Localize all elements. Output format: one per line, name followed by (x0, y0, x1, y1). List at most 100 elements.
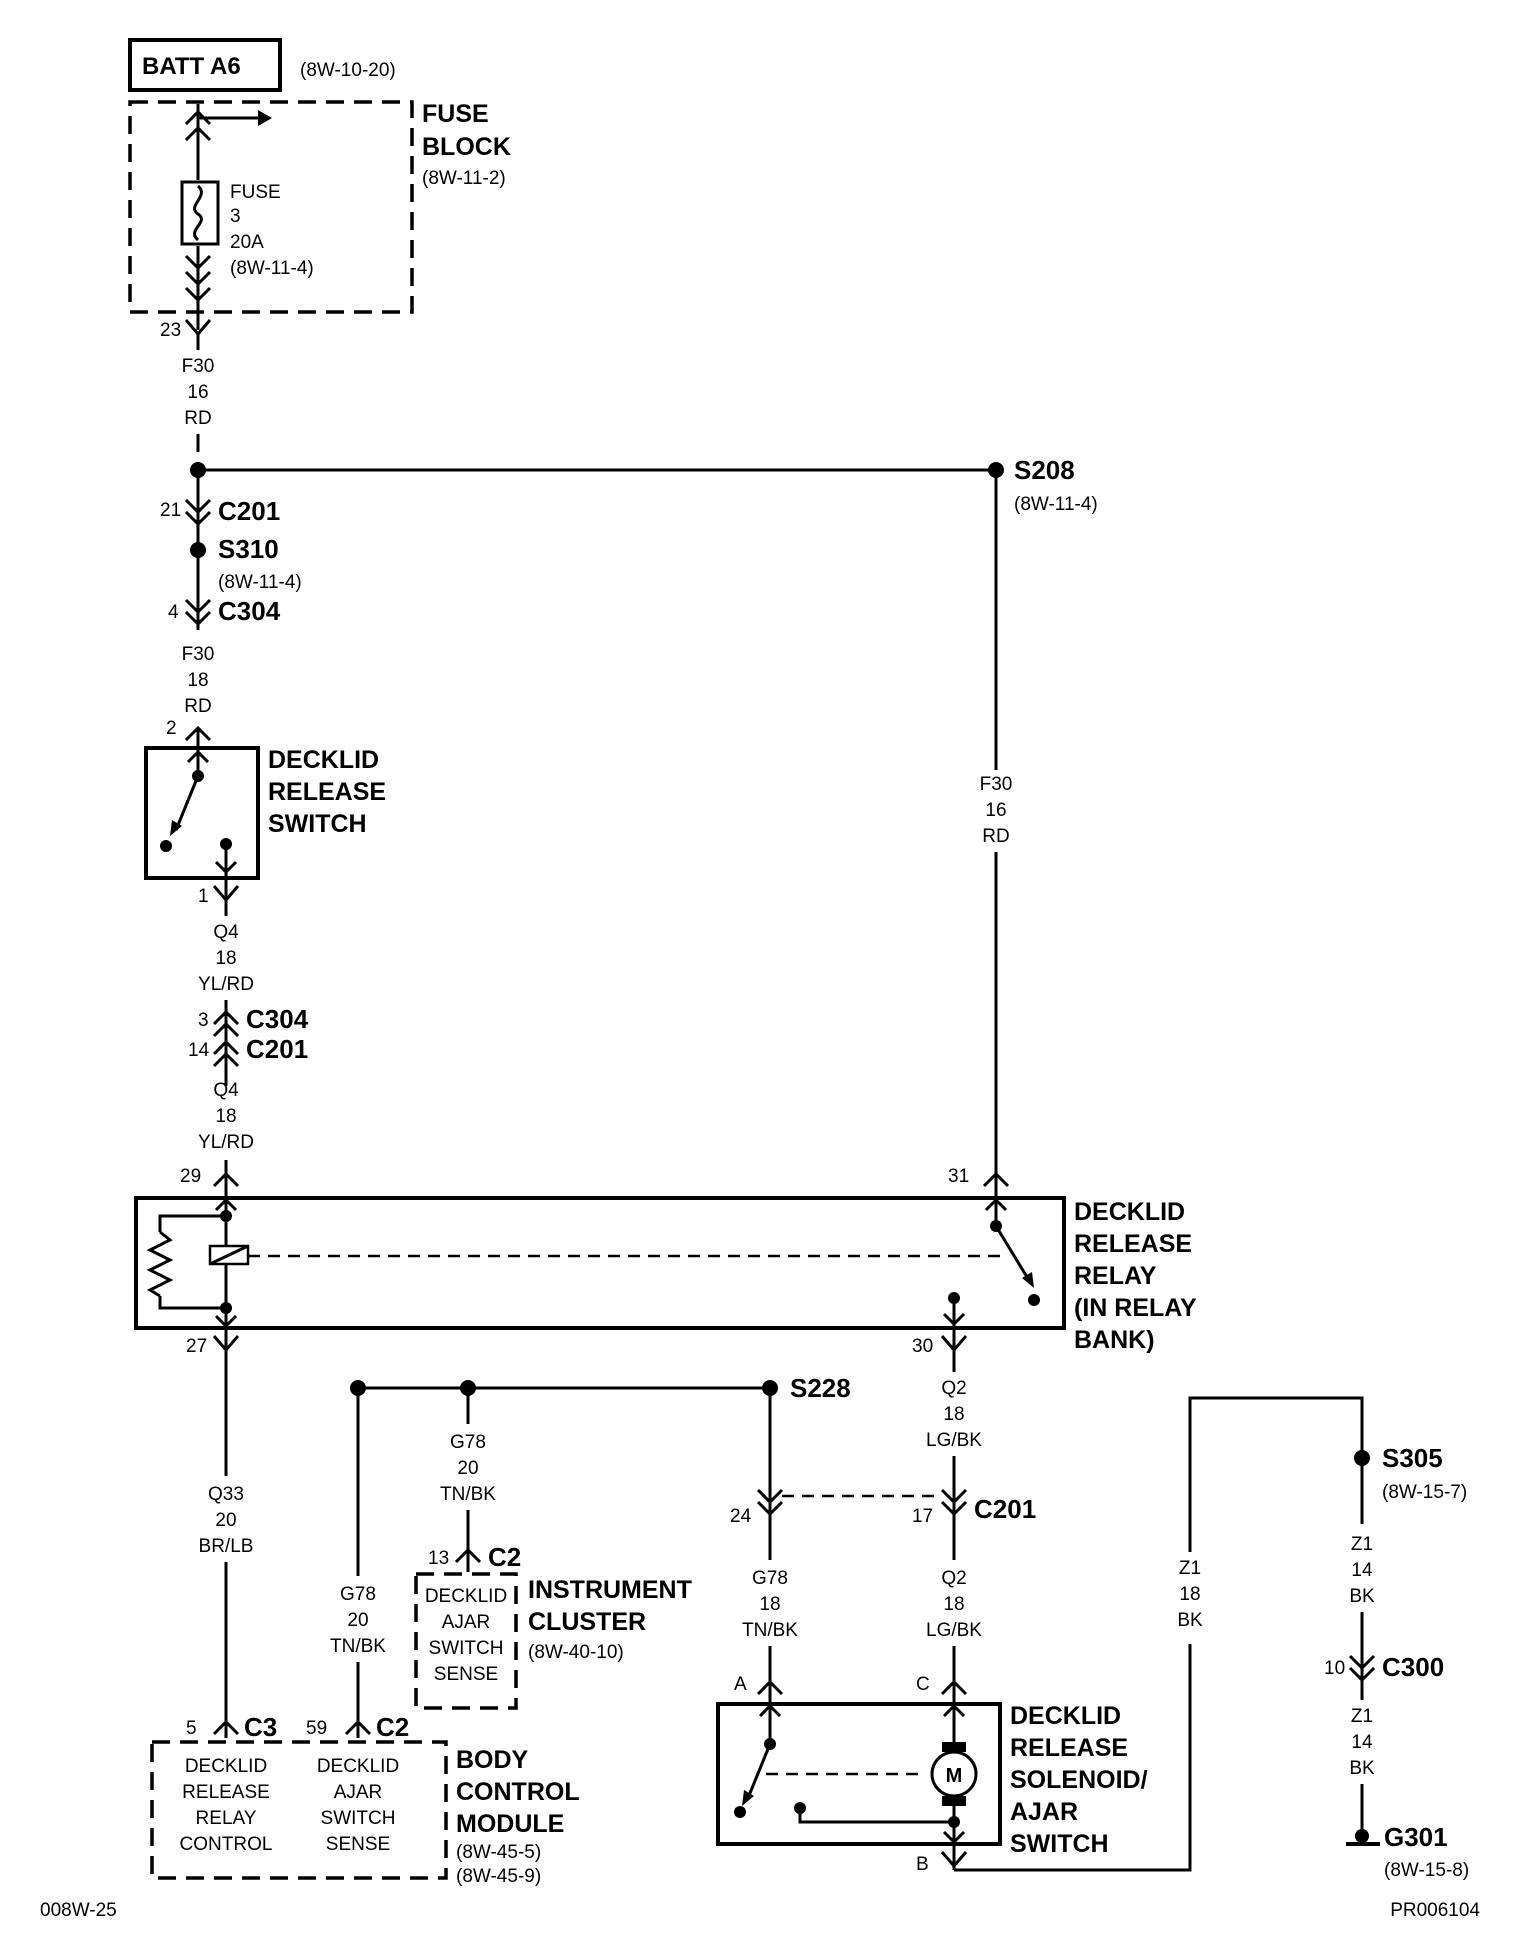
splice-s208-ref: (8W-11-4) (1014, 494, 1098, 515)
fuse-number: 3 (230, 206, 241, 227)
solenoid-ajar-switch-box (716, 1702, 1002, 1846)
wire-w1-gauge: 16 (187, 382, 208, 403)
cluster-inner-4: SENSE (434, 1664, 498, 1685)
ground-g301-label: G301 (1384, 1822, 1448, 1852)
switch-title-1: DECKLID (268, 746, 379, 774)
wire-w13-circuit: Z1 (1351, 1534, 1373, 1555)
connector-c201c: C201 (974, 1494, 1036, 1524)
relay-contact (942, 1197, 1040, 1328)
wire-w12-circuit: Z1 (1179, 1558, 1201, 1579)
wire-w3-color: YL/RD (198, 974, 254, 995)
cluster-title-2: CLUSTER (528, 1608, 646, 1636)
footer-left: 008W-25 (40, 1900, 117, 1921)
pin-a-connector (756, 1679, 784, 1696)
solenoid-title-4: AJAR (1010, 1798, 1078, 1826)
wire-w1-circuit: F30 (182, 356, 215, 377)
splice-s228-label: S228 (790, 1373, 851, 1403)
wire-w1-color: RD (184, 408, 211, 429)
bcm-b-3: SWITCH (321, 1808, 396, 1829)
wire-w6-gauge: 20 (215, 1510, 236, 1531)
fuse-block-outline (128, 100, 414, 314)
pin-1: 1 (198, 886, 209, 907)
switch-title-2: RELEASE (268, 778, 386, 806)
relay-title-1: DECKLID (1074, 1198, 1185, 1226)
cluster-ref: (8W-40-10) (528, 1642, 624, 1663)
c304b-connector (212, 1009, 240, 1026)
motor-label: M (946, 1765, 963, 1787)
relay-title-2: RELEASE (1074, 1230, 1192, 1258)
batt-label: BATT A6 (142, 53, 241, 80)
bcm-ref-2: (8W-45-9) (456, 1866, 541, 1887)
bcm-b-1: DECKLID (317, 1756, 399, 1777)
wire-w12-color: BK (1177, 1610, 1203, 1631)
fuse-block-title-2: BLOCK (422, 133, 511, 161)
pin-59-connector (344, 1719, 372, 1736)
wire-w8-gauge: 20 (347, 1610, 368, 1631)
bcm-a-1: DECKLID (185, 1756, 267, 1777)
wire-w9-gauge: 18 (759, 1594, 780, 1615)
pin-13: 13 (428, 1548, 449, 1569)
wire-w4-circuit: Q4 (213, 1080, 239, 1101)
pin-2: 2 (166, 718, 177, 739)
connector-c3: C3 (244, 1712, 277, 1742)
ajar-switch-return (798, 1808, 954, 1824)
c201a-connector (184, 498, 212, 515)
c201c-connector (940, 1488, 968, 1505)
wire-w9-color: TN/BK (742, 1620, 798, 1641)
wire-w3-circuit: Q4 (213, 922, 239, 943)
solenoid-title-2: RELEASE (1010, 1734, 1128, 1762)
solenoid-title-1: DECKLID (1010, 1702, 1121, 1730)
pin-a: A (734, 1674, 747, 1695)
fuse-block-ref: (8W-11-2) (422, 168, 506, 189)
wire-w13-gauge: 14 (1351, 1560, 1373, 1581)
wire-w5-gauge: 16 (985, 800, 1006, 821)
wire-w5-circuit: F30 (980, 774, 1013, 795)
wire-w2-color: RD (184, 696, 211, 717)
decklid-release-switch-box (144, 746, 260, 880)
wire-w14-gauge: 14 (1351, 1732, 1373, 1753)
pin-23: 23 (160, 320, 181, 341)
bcm-b-2: AJAR (334, 1782, 383, 1803)
bcm-b-4: SENSE (326, 1834, 390, 1855)
wire-w10-color: LG/BK (926, 1430, 982, 1451)
fuse-symbol (180, 104, 272, 330)
fuse-block-title-1: FUSE (422, 100, 489, 128)
pin-30: 30 (912, 1336, 933, 1357)
wire-z1-to-s305 (1188, 1396, 1364, 1552)
solenoid-title-5: SWITCH (1010, 1830, 1109, 1858)
ground-g301-symbol (1346, 1829, 1380, 1846)
cluster-title-1: INSTRUMENT (528, 1576, 692, 1604)
pin-27-connector (212, 1335, 240, 1353)
wire-w5-color: RD (982, 826, 1009, 847)
switch-contacts (160, 728, 238, 878)
pin-4: 4 (168, 602, 179, 623)
bcm-a-3: RELAY (196, 1808, 257, 1829)
cluster-inner-3: SWITCH (429, 1638, 504, 1659)
instrument-cluster-outline (414, 1572, 518, 1710)
bcm-a-2: RELEASE (182, 1782, 270, 1803)
connector-c2b: C2 (376, 1712, 409, 1742)
fuse-rating: 20A (230, 232, 264, 253)
splice-s208-label: S208 (1014, 455, 1075, 485)
wire-w7-color: TN/BK (440, 1484, 496, 1505)
pin-17: 17 (912, 1506, 933, 1527)
body-control-module-outline (150, 1740, 448, 1880)
pin-c-connector (940, 1679, 968, 1696)
solenoid-title-3: SOLENOID/ (1010, 1766, 1148, 1794)
wire-w13-color: BK (1349, 1586, 1375, 1607)
switch-title-3: SWITCH (268, 810, 367, 838)
pin-b: B (916, 1854, 929, 1875)
footer-right: PR006104 (1390, 1900, 1480, 1921)
wire-w2-circuit: F30 (182, 644, 215, 665)
c300-connector (1348, 1654, 1376, 1671)
pin-c: C (916, 1674, 930, 1695)
pin-10: 10 (1324, 1658, 1345, 1679)
connector-c2a: C2 (488, 1542, 521, 1572)
pin-1-connector (212, 885, 240, 903)
wire-w10-circuit: Q2 (941, 1378, 966, 1399)
wire-w14-circuit: Z1 (1351, 1706, 1373, 1727)
connector-c300: C300 (1382, 1652, 1444, 1682)
wire-w4-gauge: 18 (215, 1106, 236, 1127)
connector-c201a: C201 (218, 496, 280, 526)
pin-31-connector (982, 1171, 1010, 1188)
